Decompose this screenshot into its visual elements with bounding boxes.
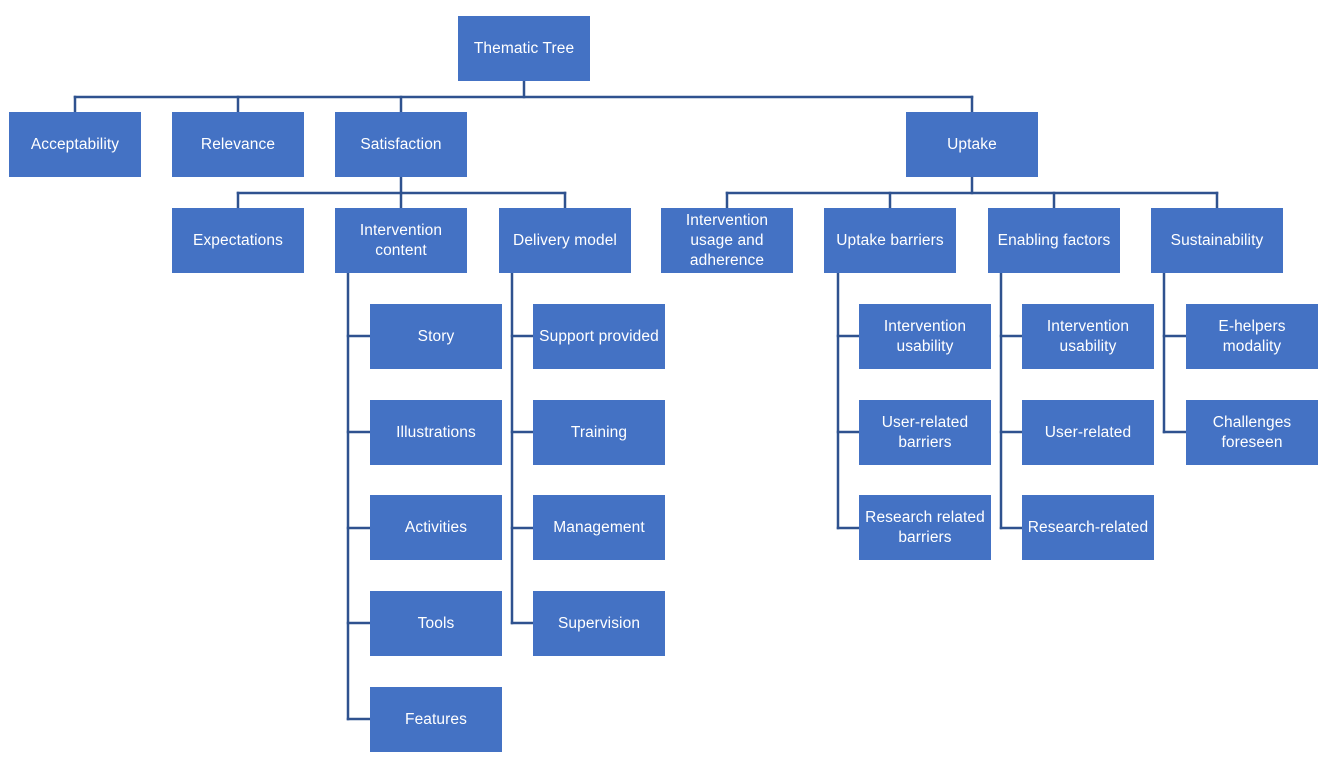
node-label: Uptake barriers — [836, 231, 944, 249]
node-label: Satisfaction — [360, 135, 442, 153]
node-label: Support provided — [539, 327, 659, 345]
node-label: Delivery model — [513, 231, 617, 249]
node-label: Activities — [404, 518, 468, 536]
node-enabling-intervention-usability: Intervention usability — [1022, 304, 1154, 369]
node-management: Management — [533, 495, 665, 560]
node-features: Features — [370, 687, 502, 752]
node-delivery-model: Delivery model — [499, 208, 631, 273]
node-support-provided: Support provided — [533, 304, 665, 369]
node-thematic-tree: Thematic Tree — [458, 16, 590, 81]
node-training: Training — [533, 400, 665, 465]
node-label: Intervention content — [359, 221, 443, 259]
node-research-related: Research-related — [1022, 495, 1154, 560]
node-label: Thematic Tree — [473, 39, 575, 57]
node-label: Relevance — [200, 135, 276, 153]
node-story: Story — [370, 304, 502, 369]
node-label: Management — [553, 518, 645, 536]
node-enabling-factors: Enabling factors — [988, 208, 1120, 273]
node-relevance: Relevance — [172, 112, 304, 177]
node-label: Sustainability — [1170, 231, 1264, 249]
node-e-helpers-modality: E-helpers modality — [1186, 304, 1318, 369]
node-barrier-intervention-usability: Intervention usability — [859, 304, 991, 369]
node-uptake: Uptake — [906, 112, 1038, 177]
node-acceptability: Acceptability — [9, 112, 141, 177]
node-user-related: User-related — [1022, 400, 1154, 465]
node-label: Intervention usage and adherence — [685, 211, 769, 269]
node-intervention-usage-adherence: Intervention usage and adherence — [661, 208, 793, 273]
node-intervention-content: Intervention content — [335, 208, 467, 273]
node-activities: Activities — [370, 495, 502, 560]
node-sustainability: Sustainability — [1151, 208, 1283, 273]
node-challenges-foreseen: Challenges foreseen — [1186, 400, 1318, 465]
node-label: Uptake — [947, 135, 997, 153]
node-label: E-helpers modality — [1218, 317, 1286, 355]
node-label: Intervention usability — [1046, 317, 1130, 355]
node-expectations: Expectations — [172, 208, 304, 273]
node-uptake-barriers: Uptake barriers — [824, 208, 956, 273]
node-supervision: Supervision — [533, 591, 665, 656]
node-user-related-barriers: User-related barriers — [859, 400, 991, 465]
node-label: Story — [417, 327, 455, 345]
node-label: Research-related — [1027, 518, 1149, 536]
node-satisfaction: Satisfaction — [335, 112, 467, 177]
node-label: Training — [570, 423, 628, 441]
node-label: Research related barriers — [865, 508, 985, 546]
node-label: User-related — [1044, 423, 1132, 441]
node-label: Supervision — [557, 614, 641, 632]
node-label: Challenges foreseen — [1212, 413, 1292, 451]
node-research-related-barriers: Research related barriers — [859, 495, 991, 560]
node-label: Tools — [417, 614, 455, 632]
node-label: Features — [405, 710, 467, 728]
node-illustrations: Illustrations — [370, 400, 502, 465]
node-label: Intervention usability — [883, 317, 967, 355]
node-label: Expectations — [193, 231, 283, 249]
node-label: Acceptability — [30, 135, 120, 153]
node-label: Illustrations — [396, 423, 476, 441]
node-label: User-related barriers — [881, 413, 969, 451]
node-tools: Tools — [370, 591, 502, 656]
node-label: Enabling factors — [997, 231, 1111, 249]
